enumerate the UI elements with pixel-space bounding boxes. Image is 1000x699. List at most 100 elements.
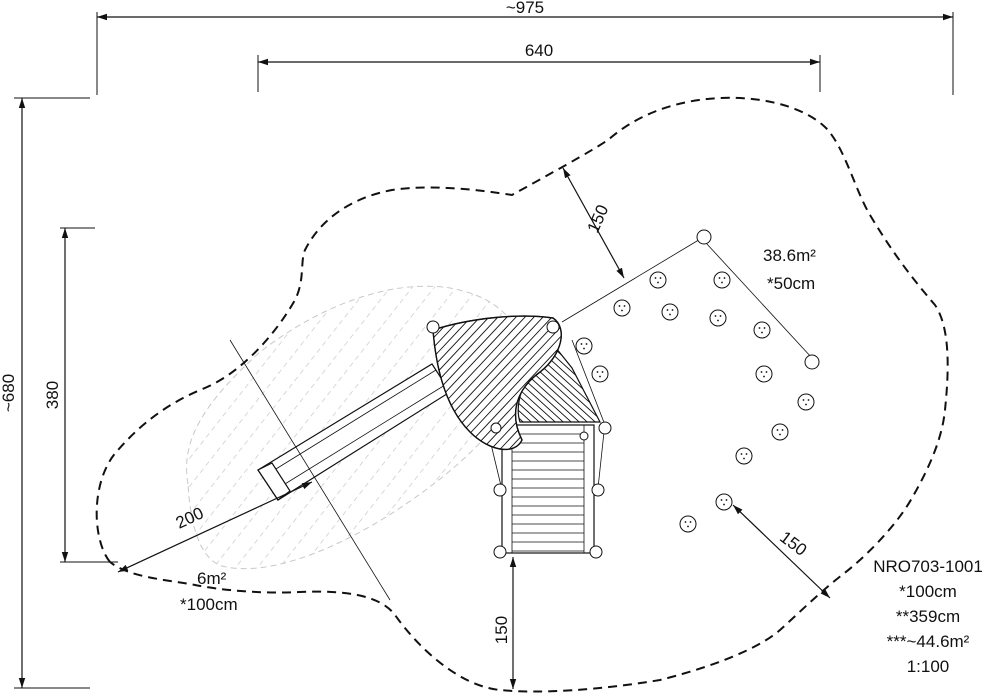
climbing-hold-dot (723, 277, 726, 279)
climbing-hold-dot (719, 315, 722, 317)
clearance-bottom-label: 150 (492, 616, 511, 644)
panel-hatch-line (662, 330, 772, 430)
ghost-hatch-line (0, 270, 140, 600)
canopy-hatch-line (433, 316, 506, 450)
climbing-hold-dot (779, 433, 781, 436)
panel-hatch-line (630, 330, 740, 430)
panel-hatch-line (694, 330, 804, 430)
climbing-hold-dot (669, 313, 671, 316)
panel-hatch-line (622, 330, 732, 430)
panel-hatch-line (638, 330, 748, 430)
ghost-hatch-line (186, 286, 405, 569)
slide-height-label: *100cm (180, 595, 238, 614)
ghost-hatch-line (341, 286, 522, 569)
climbing-hold-dot (621, 309, 623, 312)
panel-hatch-line (518, 338, 600, 422)
panel-hatch-line (518, 338, 565, 422)
climbing-hold-dot (599, 375, 601, 378)
canopy-hatch-line (670, 300, 820, 460)
panel-hatch-line (589, 338, 600, 422)
climbing-hold-dot (714, 315, 717, 317)
panel-hatch-line (646, 330, 756, 430)
climbing-hold (613, 299, 631, 317)
dimension-inner-width: 640 (257, 41, 821, 92)
climbing-hold-dot (580, 343, 583, 345)
rope-post-top (696, 229, 712, 245)
clearance-top: 150 (562, 167, 625, 279)
climbing-hold (591, 365, 609, 383)
ghost-hatch-line (297, 286, 522, 569)
climbing-hold-dot (583, 347, 585, 350)
climbing-hold (709, 309, 727, 327)
climbing-holds (575, 271, 815, 533)
climbing-hold-dot (601, 371, 604, 373)
climbing-hold-dot (765, 371, 768, 373)
ghost-hatch-line (186, 286, 251, 569)
inner-height-label: 380 (43, 381, 62, 409)
climbing-hold-dot (720, 499, 723, 501)
panel-hatch-line (518, 338, 589, 422)
canopy-hatch-line (598, 300, 748, 460)
climbing-hold-dot (687, 525, 689, 528)
climbing-hold-dot (740, 453, 743, 455)
ghost-hatch-line (0, 270, 162, 600)
climbing-hold-dot (721, 281, 723, 284)
climbing-hold-dot (743, 457, 745, 460)
panel-hatch-line (518, 338, 597, 422)
climbing-hold-dot (723, 503, 725, 506)
canopy-hatch-line (433, 316, 497, 450)
overall-height-label: ~680 (0, 374, 18, 412)
ghost-hatch-line (186, 286, 229, 569)
product-height-2: **359cm (896, 607, 960, 626)
climbing-hold (575, 337, 593, 355)
canopy-hatch-line (433, 316, 551, 450)
climbing-hold (771, 423, 789, 441)
climbing-hold-dot (657, 281, 659, 284)
rope-post-end (804, 354, 820, 370)
climbing-hold-dot (758, 327, 761, 329)
climbing-hold (661, 303, 679, 321)
climbing-hold-dot (760, 371, 763, 373)
climbing-hold-dot (671, 309, 674, 311)
canopy-hatch-line (433, 316, 524, 450)
climbing-hold-dot (689, 521, 692, 523)
drawing-scale: 1:100 (907, 657, 950, 676)
ghost-hatch-line (186, 286, 273, 569)
climbing-hold-dot (802, 399, 805, 401)
canopy-hatch-line (433, 316, 533, 450)
climbing-hold-dot (745, 453, 748, 455)
canopy-hatch-line (433, 316, 488, 450)
canopy-hatch-line (489, 316, 562, 450)
canopy-hatch-line (433, 316, 542, 450)
climbing-hold-dot (596, 371, 599, 373)
climbing-hold-dot (666, 309, 669, 311)
clearance-right: 150 (732, 504, 831, 599)
canopy-hatch-line (661, 300, 811, 460)
overall-width-label: ~975 (506, 0, 544, 17)
climbing-hold (797, 393, 815, 411)
dimension-inner-height: 380 (43, 227, 118, 563)
panel-hatch-line (518, 338, 541, 422)
canopy-hatch-line (433, 316, 479, 450)
ghost-hatch-line (275, 286, 522, 569)
climbing-hold-dot (654, 277, 657, 279)
climbing-hold-dot (805, 403, 807, 406)
climbing-hold-dot (761, 331, 763, 334)
ghost-hatch-line (186, 286, 383, 569)
climbing-hold-dot (659, 277, 662, 279)
product-info: NRO703-1001 *100cm **359cm ***~44.6m² 1:… (873, 557, 983, 676)
climbing-hold (753, 321, 771, 339)
ghost-hatch-line (0, 270, 184, 600)
panel-hatch-line (597, 338, 600, 422)
climbing-rope (561, 237, 813, 359)
canopy-hatch-line (453, 316, 562, 450)
climbing-hold-dot (725, 499, 728, 501)
climbing-hold-dot (763, 375, 765, 378)
panel-hatch-line (614, 330, 724, 430)
product-code: NRO703-1001 (873, 557, 983, 576)
canopy-hatch-line (679, 300, 829, 460)
ghost-hatch-line (319, 286, 522, 569)
product-height-1: *100cm (899, 582, 957, 601)
dimension-overall-width: ~975 (96, 0, 954, 95)
slide-run-label: 200 (173, 503, 207, 532)
